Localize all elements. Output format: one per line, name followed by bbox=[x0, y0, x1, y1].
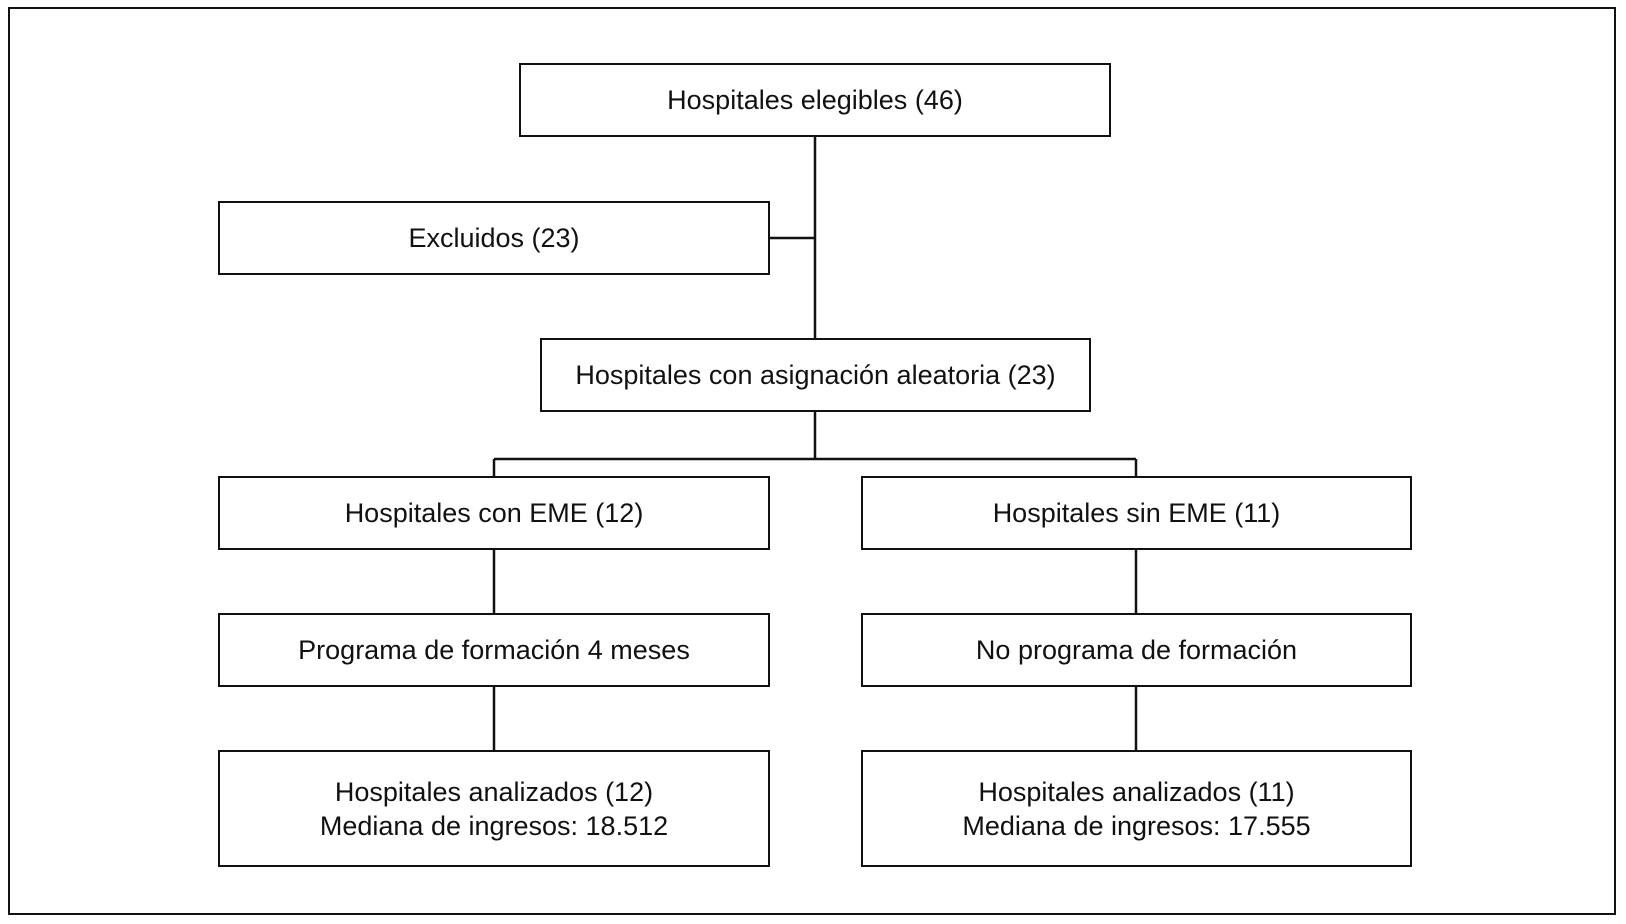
no-training-program-label: No programa de formación bbox=[975, 635, 1298, 665]
eligible-hospitals-label: Hospitales elegibles (46) bbox=[667, 85, 963, 115]
training-program-box: Programa de formación 4 meses bbox=[218, 613, 770, 687]
hospitals-with-eme-box: Hospitales con EME (12) bbox=[218, 476, 770, 550]
excluded-label: Excluidos (23) bbox=[408, 223, 580, 253]
analyzed-no-eme-box: Hospitales analizados (11) Mediana de in… bbox=[861, 750, 1412, 867]
analyzed-no-eme-median: Mediana de ingresos: 17.555 bbox=[962, 810, 1311, 841]
no-training-program-box: No programa de formación bbox=[861, 613, 1412, 687]
analyzed-eme-median: Mediana de ingresos: 18.512 bbox=[319, 810, 669, 841]
analyzed-no-eme-count: Hospitales analizados (11) bbox=[978, 776, 1295, 807]
training-program-label: Programa de formación 4 meses bbox=[298, 635, 690, 665]
hospitals-without-eme-label: Hospitales sin EME (11) bbox=[992, 498, 1281, 528]
figure-frame bbox=[8, 7, 1616, 915]
analyzed-eme-box: Hospitales analizados (12) Mediana de in… bbox=[218, 750, 770, 867]
excluded-box: Excluidos (23) bbox=[218, 201, 770, 275]
hospitals-with-eme-label: Hospitales con EME (12) bbox=[344, 498, 644, 528]
analyzed-eme-count: Hospitales analizados (12) bbox=[334, 776, 654, 807]
eligible-hospitals-box: Hospitales elegibles (46) bbox=[519, 63, 1111, 137]
randomized-hospitals-label: Hospitales con asignación aleatoria (23) bbox=[575, 360, 1056, 390]
randomized-hospitals-box: Hospitales con asignación aleatoria (23) bbox=[540, 338, 1091, 412]
hospitals-without-eme-box: Hospitales sin EME (11) bbox=[861, 476, 1412, 550]
